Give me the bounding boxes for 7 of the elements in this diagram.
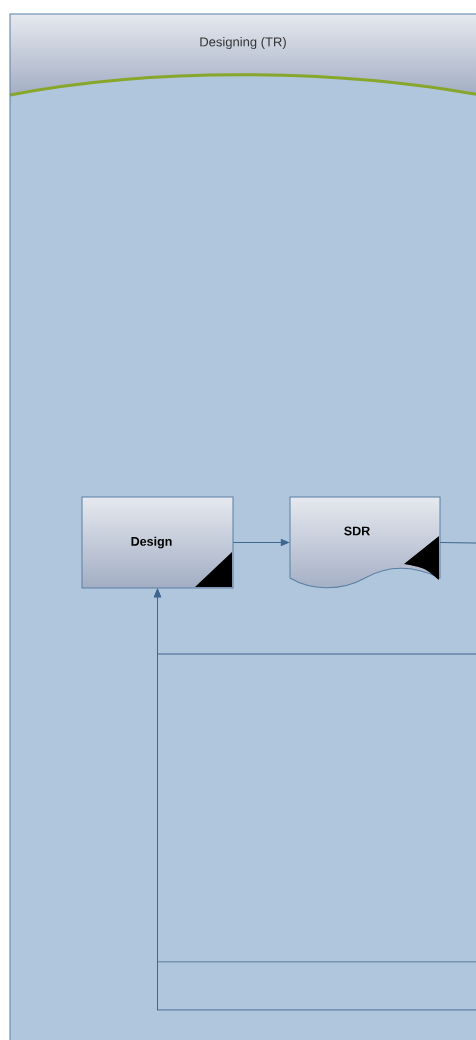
arrow — [232, 539, 289, 546]
document-shape — [289, 496, 441, 589]
box-label: SDR — [344, 526, 370, 536]
lane-title: Designing (TR) — [200, 36, 286, 50]
box-label: Design — [131, 536, 172, 549]
swimlane — [9, 13, 476, 1040]
process-box — [81, 496, 234, 589]
